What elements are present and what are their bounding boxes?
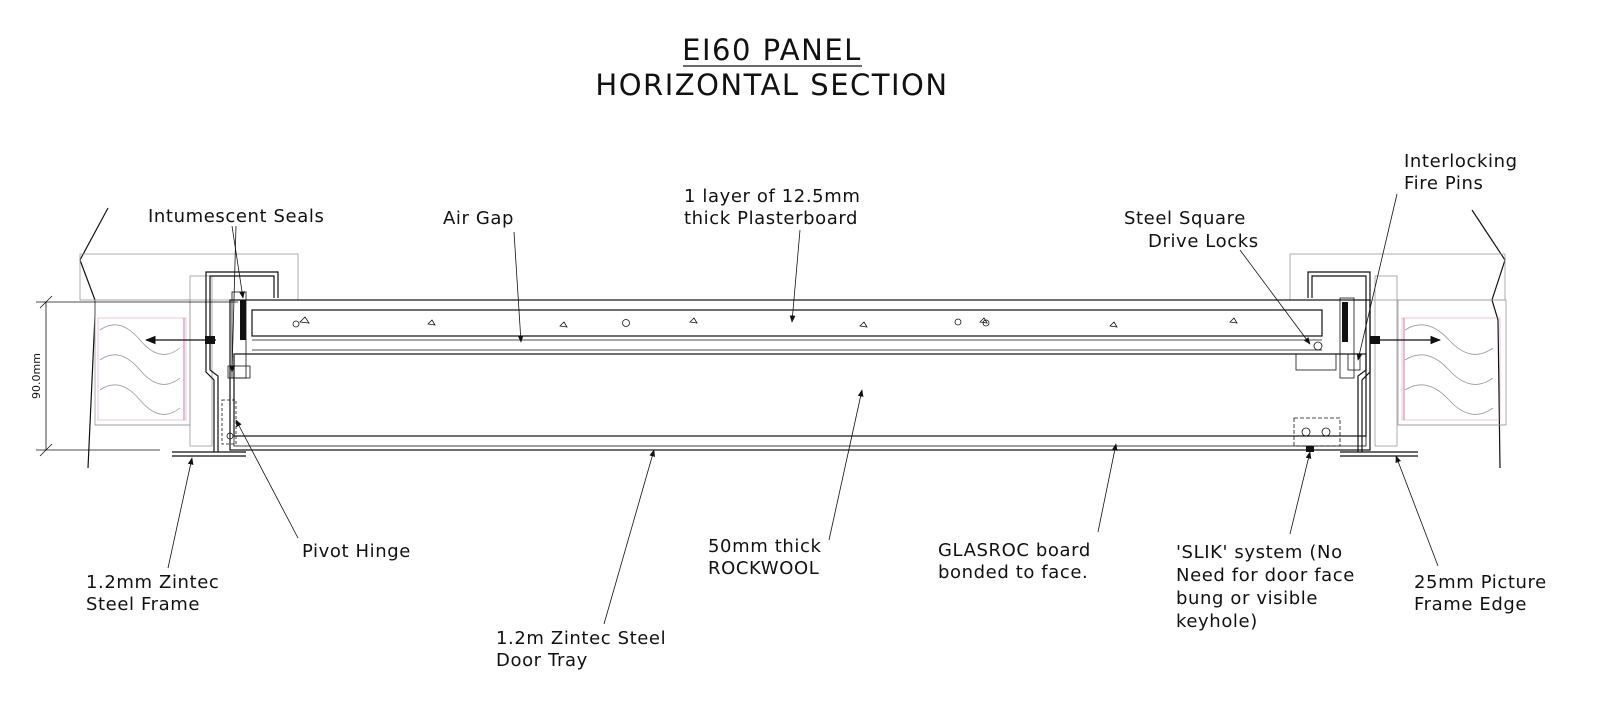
plasterboard-marks: [292, 316, 1238, 328]
leader-lines: [167, 193, 1439, 625]
left-wall: [79, 207, 299, 469]
title-line-2: HORIZONTAL SECTION: [595, 68, 948, 102]
label-slik-1: 'SLIK' system (No: [1176, 542, 1343, 563]
label-pivot-hinge: Pivot Hinge: [302, 541, 411, 562]
label-fire-pins-2: Fire Pins: [1404, 173, 1484, 194]
door-leaf: [221, 299, 1371, 452]
label-slik-3: bung or visible: [1176, 588, 1318, 609]
label-slik-2: Need for door face: [1176, 565, 1355, 586]
label-plasterboard-2: thick Plasterboard: [684, 208, 858, 229]
left-steel-frame: [172, 271, 279, 457]
drive-lock: [1295, 353, 1337, 371]
glasroc-face: [233, 435, 1367, 447]
left-insulation: [97, 317, 187, 421]
label-plasterboard-1: 1 layer of 12.5mm: [684, 186, 860, 207]
rockwool-core: [233, 353, 1367, 437]
right-insulation: [1401, 317, 1501, 421]
label-rockwool-2: ROCKWOOL: [708, 558, 819, 579]
label-intumescent-seals: Intumescent Seals: [148, 206, 324, 227]
label-drive-locks-2: Drive Locks: [1148, 231, 1259, 252]
right-intumescent-seal: [1342, 302, 1348, 342]
label-slik-4: keyhole): [1176, 611, 1258, 632]
label-picture-frame-2: Frame Edge: [1414, 594, 1527, 615]
label-glasroc-1: GLASROC board: [938, 540, 1091, 561]
label-drive-locks-1: Steel Square: [1124, 208, 1246, 229]
label-zintec-frame-1: 1.2mm Zintec: [86, 572, 219, 593]
label-picture-frame-1: 25mm Picture: [1414, 572, 1547, 593]
title-line-1: EI60 PANEL: [682, 33, 862, 67]
right-wall: [1289, 209, 1507, 469]
slik-unit: [1293, 417, 1341, 447]
dimension-90mm: 90.0mm: [30, 295, 238, 457]
label-air-gap: Air Gap: [443, 208, 514, 229]
label-door-tray-2: Door Tray: [496, 650, 588, 671]
plasterboard-layer: [251, 309, 1323, 337]
label-fire-pins-1: Interlocking: [1404, 151, 1518, 172]
label-rockwool-1: 50mm thick: [708, 536, 821, 557]
left-intumescent-seal: [240, 300, 246, 340]
label-zintec-frame-2: Steel Frame: [86, 594, 200, 615]
label-door-tray-1: 1.2m Zintec Steel: [496, 628, 666, 649]
dimension-label: 90.0mm: [30, 353, 43, 399]
label-glasroc-2: bonded to face.: [938, 562, 1088, 583]
